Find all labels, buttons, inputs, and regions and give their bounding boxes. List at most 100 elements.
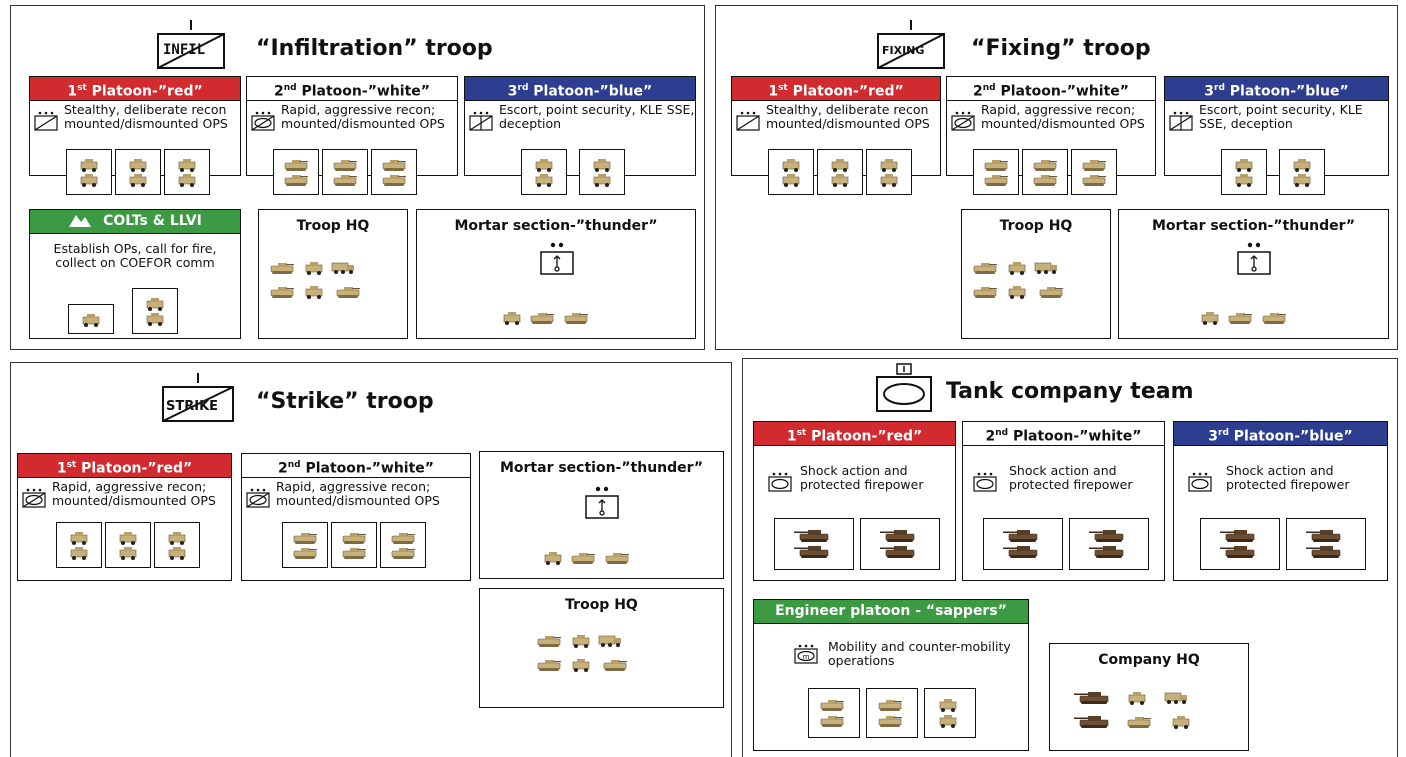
tank-icon bbox=[1200, 518, 1280, 570]
humvee-icon bbox=[866, 149, 912, 195]
hq-vehicles bbox=[972, 260, 1062, 276]
humvee-icon bbox=[1201, 311, 1219, 326]
bradley-icon bbox=[1262, 312, 1287, 325]
vehicle-row bbox=[808, 688, 979, 738]
bradley-icon bbox=[380, 522, 426, 568]
bradley-icon bbox=[270, 262, 295, 275]
humvee-icon bbox=[105, 522, 151, 568]
bradley-icon bbox=[973, 149, 1019, 195]
troop-symbol-icon bbox=[157, 20, 225, 69]
tank-icon bbox=[1069, 518, 1149, 570]
humvee-icon bbox=[1279, 149, 1325, 195]
bradley-icon bbox=[605, 552, 630, 565]
humvee-icon bbox=[1172, 715, 1190, 730]
humvee-icon bbox=[66, 149, 112, 195]
platoon-2-white: 2nd Platoon-”white” Rapid, aggressive re… bbox=[946, 76, 1156, 195]
truck-icon bbox=[331, 262, 355, 275]
bradley-icon bbox=[270, 286, 295, 299]
mortar-vehicles bbox=[542, 550, 634, 566]
armor-symbol-icon bbox=[768, 472, 792, 492]
colts-llvi: COLTs & LLVI Establish OPs, call for fir… bbox=[29, 209, 241, 339]
humvee-icon bbox=[521, 149, 567, 195]
platoon-1-red: 1st Platoon-”red” Stealthy, deliberate r… bbox=[731, 76, 941, 195]
bradley-icon bbox=[564, 312, 589, 325]
mortar-vehicles bbox=[501, 310, 593, 326]
vehicle-row bbox=[983, 518, 1152, 570]
humvee-icon bbox=[164, 149, 210, 195]
hq-vehicles bbox=[972, 284, 1068, 300]
bradley-icon bbox=[371, 149, 417, 195]
bradley-icon bbox=[1039, 286, 1064, 299]
platoon-1-red: 1st Platoon-”red” Rapid, aggressive reco… bbox=[17, 453, 232, 581]
armor-symbol-icon bbox=[973, 472, 997, 492]
bradley-icon bbox=[808, 688, 860, 738]
infiltration-troop-panel: INFIL “Infiltration” troop 1st Platoon-”… bbox=[10, 5, 705, 350]
hq-vehicles bbox=[1074, 690, 1194, 706]
company-hq: Company HQ bbox=[1049, 643, 1249, 751]
mortar-symbol-icon bbox=[585, 486, 619, 519]
humvee-icon bbox=[115, 149, 161, 195]
bradley-icon bbox=[571, 552, 596, 565]
bradley-icon bbox=[1022, 149, 1068, 195]
humvee-icon bbox=[544, 551, 562, 566]
platoon-3-blue: 3rd Platoon-”blue” Escort, point securit… bbox=[464, 76, 696, 195]
troop-symbol-label: FIXING bbox=[882, 44, 925, 57]
vehicle-row bbox=[56, 522, 203, 568]
cavalry-symbol-icon bbox=[951, 111, 975, 131]
truck-icon bbox=[1164, 692, 1188, 705]
mortar-section: Mortar section-”thunder” bbox=[416, 209, 696, 339]
humvee-icon bbox=[768, 149, 814, 195]
platoon-2-white: 2nd Platoon-”white” Shock action and pro… bbox=[962, 421, 1165, 581]
vehicle-row bbox=[774, 518, 943, 570]
armor-symbol-icon bbox=[1188, 472, 1212, 492]
cavalry-symbol-icon bbox=[22, 488, 46, 508]
mortar-section: Mortar section-”thunder” bbox=[1118, 209, 1389, 339]
bradley-icon bbox=[336, 286, 361, 299]
vehicle-row bbox=[521, 149, 628, 195]
bradley-icon bbox=[530, 312, 555, 325]
hq-vehicles bbox=[536, 657, 632, 673]
bradley-icon bbox=[603, 659, 628, 672]
troop-symbol-label: INFIL bbox=[163, 42, 206, 58]
humvee-icon bbox=[68, 304, 114, 334]
bradley-icon bbox=[273, 149, 319, 195]
cavalry-symbol-icon bbox=[246, 488, 270, 508]
bradley-icon bbox=[331, 522, 377, 568]
platoon-3-blue: 3rd Platoon-”blue” Shock action and prot… bbox=[1173, 421, 1388, 581]
humvee-icon bbox=[572, 634, 590, 649]
tank-icon bbox=[1074, 715, 1109, 729]
fixing-troop-panel: FIXING “Fixing” troop 1st Platoon-”red” … bbox=[715, 5, 1398, 350]
vehicle-row bbox=[973, 149, 1120, 195]
troop-symbol-label: STRIKE bbox=[166, 399, 219, 414]
bradley-icon bbox=[537, 659, 562, 672]
bradley-icon bbox=[322, 149, 368, 195]
humvee-icon bbox=[56, 522, 102, 568]
tank-icon bbox=[1286, 518, 1366, 570]
scout-symbol-icon bbox=[736, 111, 760, 131]
company-symbol-icon bbox=[876, 363, 932, 412]
bradley-icon bbox=[1127, 716, 1152, 729]
platoon-2-white: 2nd Platoon-”white” Rapid, aggressive re… bbox=[246, 76, 458, 195]
vehicle-row bbox=[768, 149, 915, 195]
humvee-icon bbox=[154, 522, 200, 568]
troop-hq: Troop HQ bbox=[258, 209, 408, 339]
truck-icon bbox=[598, 635, 622, 648]
tank-company-panel: Tank company team 1st Platoon-”red” Shoc… bbox=[742, 358, 1398, 757]
scout-symbol-icon bbox=[34, 111, 58, 131]
platoon-1-red: 1st Platoon-”red” Shock action and prote… bbox=[753, 421, 956, 581]
tank-icon bbox=[860, 518, 940, 570]
humvee-icon bbox=[503, 311, 521, 326]
hq-vehicles bbox=[269, 260, 359, 276]
mortar-vehicles bbox=[1199, 310, 1291, 326]
strike-troop-panel: STRIKE “Strike” troop 1st Platoon-”red” … bbox=[10, 362, 732, 757]
humvee-icon bbox=[1221, 149, 1267, 195]
troop-title: “Infiltration” troop bbox=[256, 36, 493, 61]
troop-hq: Troop HQ bbox=[479, 588, 724, 708]
engineer-platoon: Engineer platoon - “sappers” Mobility an… bbox=[753, 599, 1029, 751]
platoon-3-blue: 3rd Platoon-”blue” Escort, point securit… bbox=[1164, 76, 1389, 195]
platoon-1-red: 1st Platoon-”red” Stealthy, deliberate r… bbox=[29, 76, 241, 195]
hq-vehicles bbox=[536, 633, 626, 649]
engineer-symbol-icon bbox=[794, 644, 818, 664]
humvee-icon bbox=[817, 149, 863, 195]
platoon-2-white: 2nd Platoon-”white” Rapid, aggressive re… bbox=[241, 453, 471, 581]
